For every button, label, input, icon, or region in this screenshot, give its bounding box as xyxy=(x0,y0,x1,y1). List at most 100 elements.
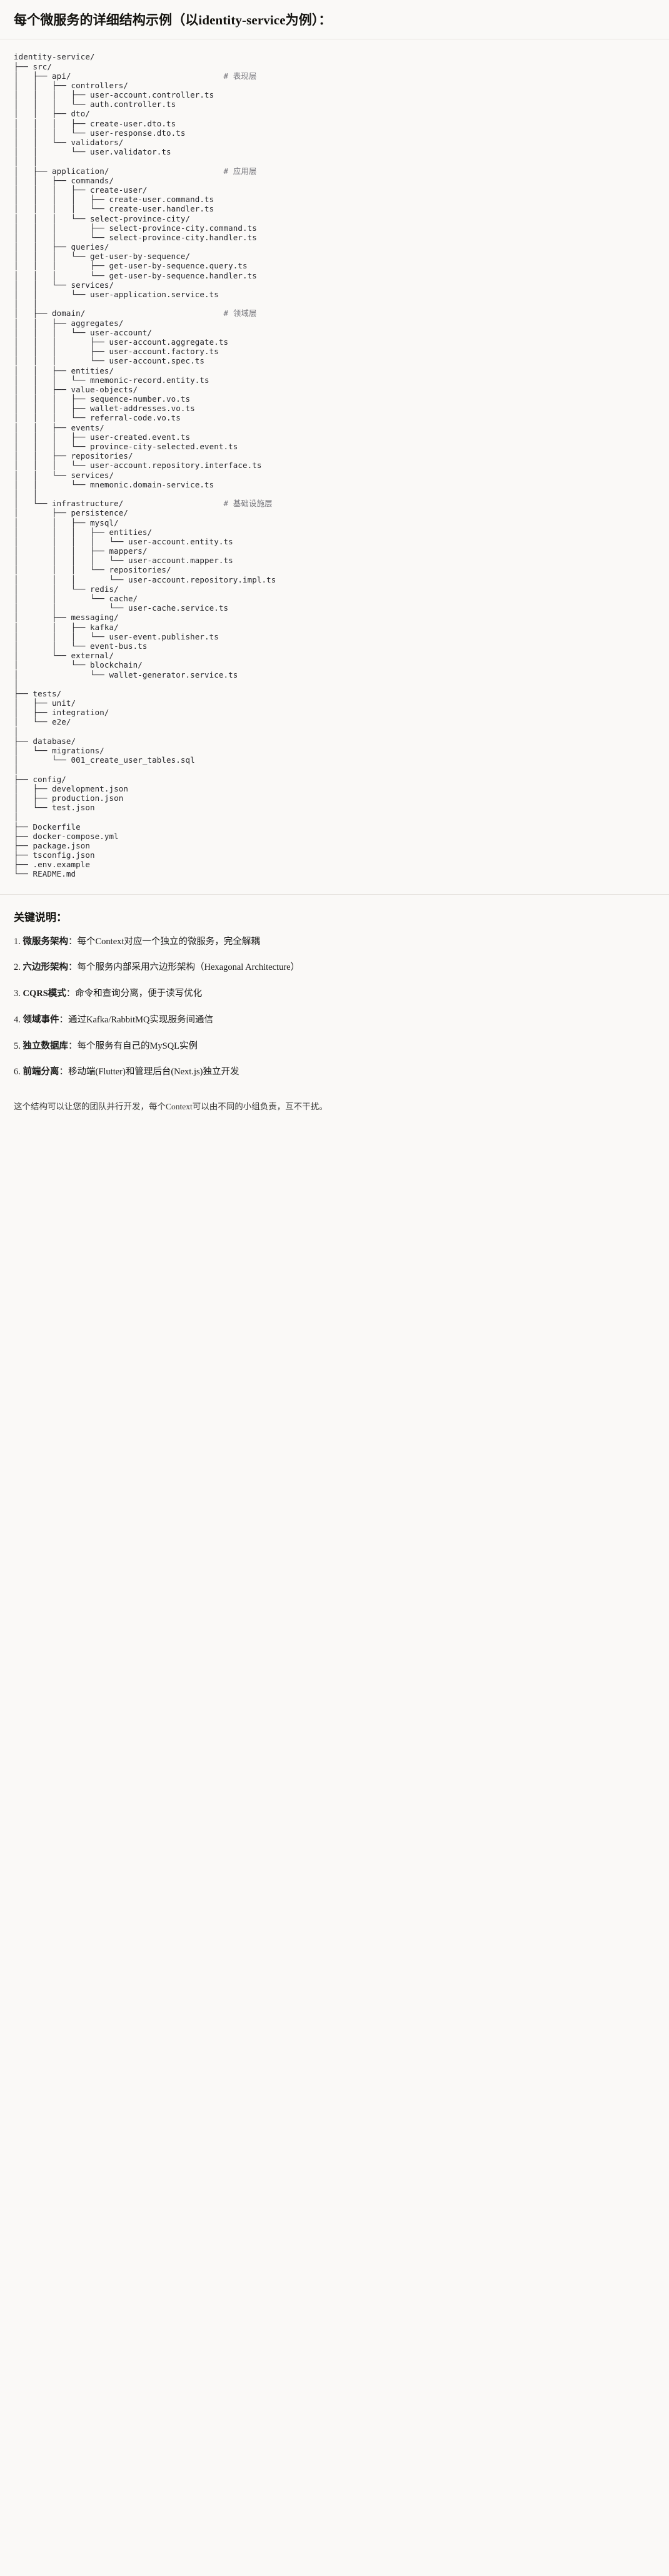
tree-line-text: │ │ ├── repositories/ xyxy=(14,451,133,461)
key-note-description: 每个Context对应一个独立的微服务，完全解耦 xyxy=(77,936,260,947)
tree-line-text: ├── src/ xyxy=(14,61,53,71)
tree-line-text: identity-service/ xyxy=(14,52,95,62)
tree-line-text: ├── Dockerfile xyxy=(14,822,81,832)
tree-line: ├── package.json xyxy=(14,841,655,850)
tree-line: ├── tests/ xyxy=(14,689,655,698)
tree-line: ├── config/ xyxy=(14,775,655,784)
key-note-description: 通过Kafka/RabbitMQ实现服务间通信 xyxy=(68,1014,213,1025)
key-note-number: 2. xyxy=(14,962,23,973)
tree-line-text: │ │ │ ├── entities/ xyxy=(14,527,153,537)
tree-line-text: │ │ │ ├── select-province-city.command.t… xyxy=(14,223,257,233)
tree-line: │ │ xyxy=(14,489,655,499)
tree-line: │ │ │ └── repositories/ xyxy=(14,565,655,574)
tree-line-text: │ │ ├── value-objects/ xyxy=(14,384,138,394)
tree-line-text: │ │ └── validators/ xyxy=(14,138,124,148)
tree-line: │ ├── api/ # 表现层 xyxy=(14,71,655,81)
directory-tree-block: identity-service/├── src/│ ├── api/ # 表现… xyxy=(0,39,669,895)
tree-line: │ │ │ ├── get-user-by-sequence.query.ts xyxy=(14,261,655,270)
tree-line: │ └── e2e/ xyxy=(14,717,655,726)
tree-line: │ │ │ └── user-account.repository.impl.t… xyxy=(14,575,655,584)
key-note-item: 5. 独立数据库：每个服务有自己的MySQL实例 xyxy=(14,1040,655,1054)
key-note-item: 6. 前端分离：移动端(Flutter)和管理后台(Next.js)独立开发 xyxy=(14,1066,655,1079)
tree-line: │ └── test.json xyxy=(14,803,655,812)
tree-line-text: │ │ └── event-bus.ts xyxy=(14,641,148,651)
tree-line: │ │ │ └── get-user-by-sequence.handler.t… xyxy=(14,271,655,280)
tree-line-text: │ │ │ └── user-event.publisher.ts xyxy=(14,631,219,641)
tree-line: │ │ │ │ └── create-user.handler.ts xyxy=(14,204,655,213)
tree-line: │ │ │ ├── select-province-city.command.t… xyxy=(14,223,655,233)
tree-line: │ │ ├── queries/ xyxy=(14,242,655,252)
tree-line: │ │ ├── dto/ xyxy=(14,109,655,118)
tree-line-text: │ │ │ └── select-province-city.handler.t… xyxy=(14,232,257,242)
tree-line-pad xyxy=(85,308,223,318)
tree-line-text: │ ├── api/ xyxy=(14,71,71,81)
key-note-separator: ： xyxy=(68,962,78,973)
tree-line-text: │ │ └── services/ xyxy=(14,470,114,480)
key-note-item: 3. CQRS模式：命令和查询分离，便于读写优化 xyxy=(14,987,655,1001)
key-note-number: 4. xyxy=(14,1014,23,1025)
tree-line: │ │ │ ├── sequence-number.vo.ts xyxy=(14,394,655,404)
tree-line-text: ├── tsconfig.json xyxy=(14,850,95,860)
footer-note: 这个结构可以让您的团队并行开发，每个Context可以由不同的小组负责，互不干扰… xyxy=(14,1102,328,1112)
tree-line: identity-service/ xyxy=(14,52,655,61)
tree-line-text: │ │ └── user-cache.service.ts xyxy=(14,603,229,613)
tree-line-text: │ │ └── user-application.service.ts xyxy=(14,290,219,300)
tree-line: │ │ ├── mysql/ xyxy=(14,518,655,527)
tree-line: │ ├── production.json xyxy=(14,793,655,803)
tree-line: │ xyxy=(14,812,655,822)
tree-line-comment: # 表现层 xyxy=(223,71,257,81)
tree-line-text: │ │ │ ├── user-account.controller.ts xyxy=(14,90,214,100)
tree-line: │ xyxy=(14,765,655,774)
tree-line: │ │ │ └── mnemonic-record.entity.ts xyxy=(14,375,655,385)
tree-line-text: │ │ │ └── repositories/ xyxy=(14,565,171,575)
tree-line: │ │ └── mnemonic.domain-service.ts xyxy=(14,480,655,489)
tree-line-text: │ │ ├── controllers/ xyxy=(14,80,129,90)
tree-line: │ ├── development.json xyxy=(14,784,655,793)
key-note-number: 1. xyxy=(14,936,23,947)
key-note-term: CQRS模式 xyxy=(23,989,66,999)
tree-line-text: │ │ │ ├── create-user.dto.ts xyxy=(14,118,176,128)
tree-line-text: │ │ │ └── get-user-by-sequence.handler.t… xyxy=(14,270,257,280)
tree-line-text: ├── docker-compose.yml xyxy=(14,831,119,841)
tree-line-text: │ └── test.json xyxy=(14,803,95,813)
tree-line-text: │ │ ├── mysql/ xyxy=(14,517,119,527)
tree-line-text: │ │ └── redis/ xyxy=(14,584,119,594)
page-root: 每个微服务的详细结构示例（以identity-service为例）： ident… xyxy=(0,0,669,1127)
tree-line-text: │ │ │ └── get-user-by-sequence/ xyxy=(14,252,191,262)
tree-line: │ │ └── services/ xyxy=(14,280,655,290)
tree-line-text: │ ├── messaging/ xyxy=(14,613,119,623)
key-note-description: 每个服务内部采用六边形架构（Hexagonal Architecture） xyxy=(77,962,300,973)
key-note-description: 移动端(Flutter)和管理后台(Next.js)独立开发 xyxy=(68,1067,239,1077)
header: 每个微服务的详细结构示例（以identity-service为例）： xyxy=(0,0,669,40)
tree-line: │ ├── messaging/ xyxy=(14,613,655,622)
tree-line-text: │ │ ├── aggregates/ xyxy=(14,318,124,328)
tree-line-text: │ │ │ │ ├── create-user.command.ts xyxy=(14,195,214,205)
tree-line-comment: # 领域层 xyxy=(223,308,257,318)
tree-line-text: │ │ │ └── province-city-selected.event.t… xyxy=(14,442,238,452)
tree-line: │ │ │ ├── wallet-addresses.vo.ts xyxy=(14,404,655,413)
tree-line: │ │ ├── repositories/ xyxy=(14,451,655,461)
tree-line-text: │ │ │ ├── user-account.aggregate.ts xyxy=(14,337,229,347)
tree-line: ├── src/ xyxy=(14,62,655,71)
tree-line: │ │ └── user-application.service.ts xyxy=(14,290,655,299)
key-note-number: 6. xyxy=(14,1067,23,1077)
key-note-separator: ： xyxy=(68,936,78,947)
tree-line: │ └── external/ xyxy=(14,651,655,660)
tree-line-pad xyxy=(109,166,224,176)
tree-line-text: │ └── e2e/ xyxy=(14,717,71,727)
tree-line: │ ├── integration/ xyxy=(14,708,655,717)
tree-line: │ xyxy=(14,680,655,689)
tree-line-text: │ │ │ ├── user-created.event.ts xyxy=(14,432,191,442)
tree-line-text: │ xyxy=(14,726,19,736)
tree-line: │ │ └── services/ xyxy=(14,471,655,480)
tree-line-text: │ │ │ └── user-account/ xyxy=(14,327,153,337)
key-note-separator: ： xyxy=(66,989,76,999)
tree-line-text: │ xyxy=(14,765,19,775)
page-title: 每个微服务的详细结构示例（以identity-service为例）： xyxy=(14,13,332,28)
tree-line-text: └── README.md xyxy=(14,869,76,879)
key-note-number: 5. xyxy=(14,1041,23,1051)
tree-line-text: │ └── blockchain/ xyxy=(14,660,143,670)
tree-line-text: │ │ │ │ └── create-user.handler.ts xyxy=(14,204,214,214)
tree-line-pad xyxy=(123,499,223,508)
key-note-description: 每个服务有自己的MySQL实例 xyxy=(77,1041,198,1051)
